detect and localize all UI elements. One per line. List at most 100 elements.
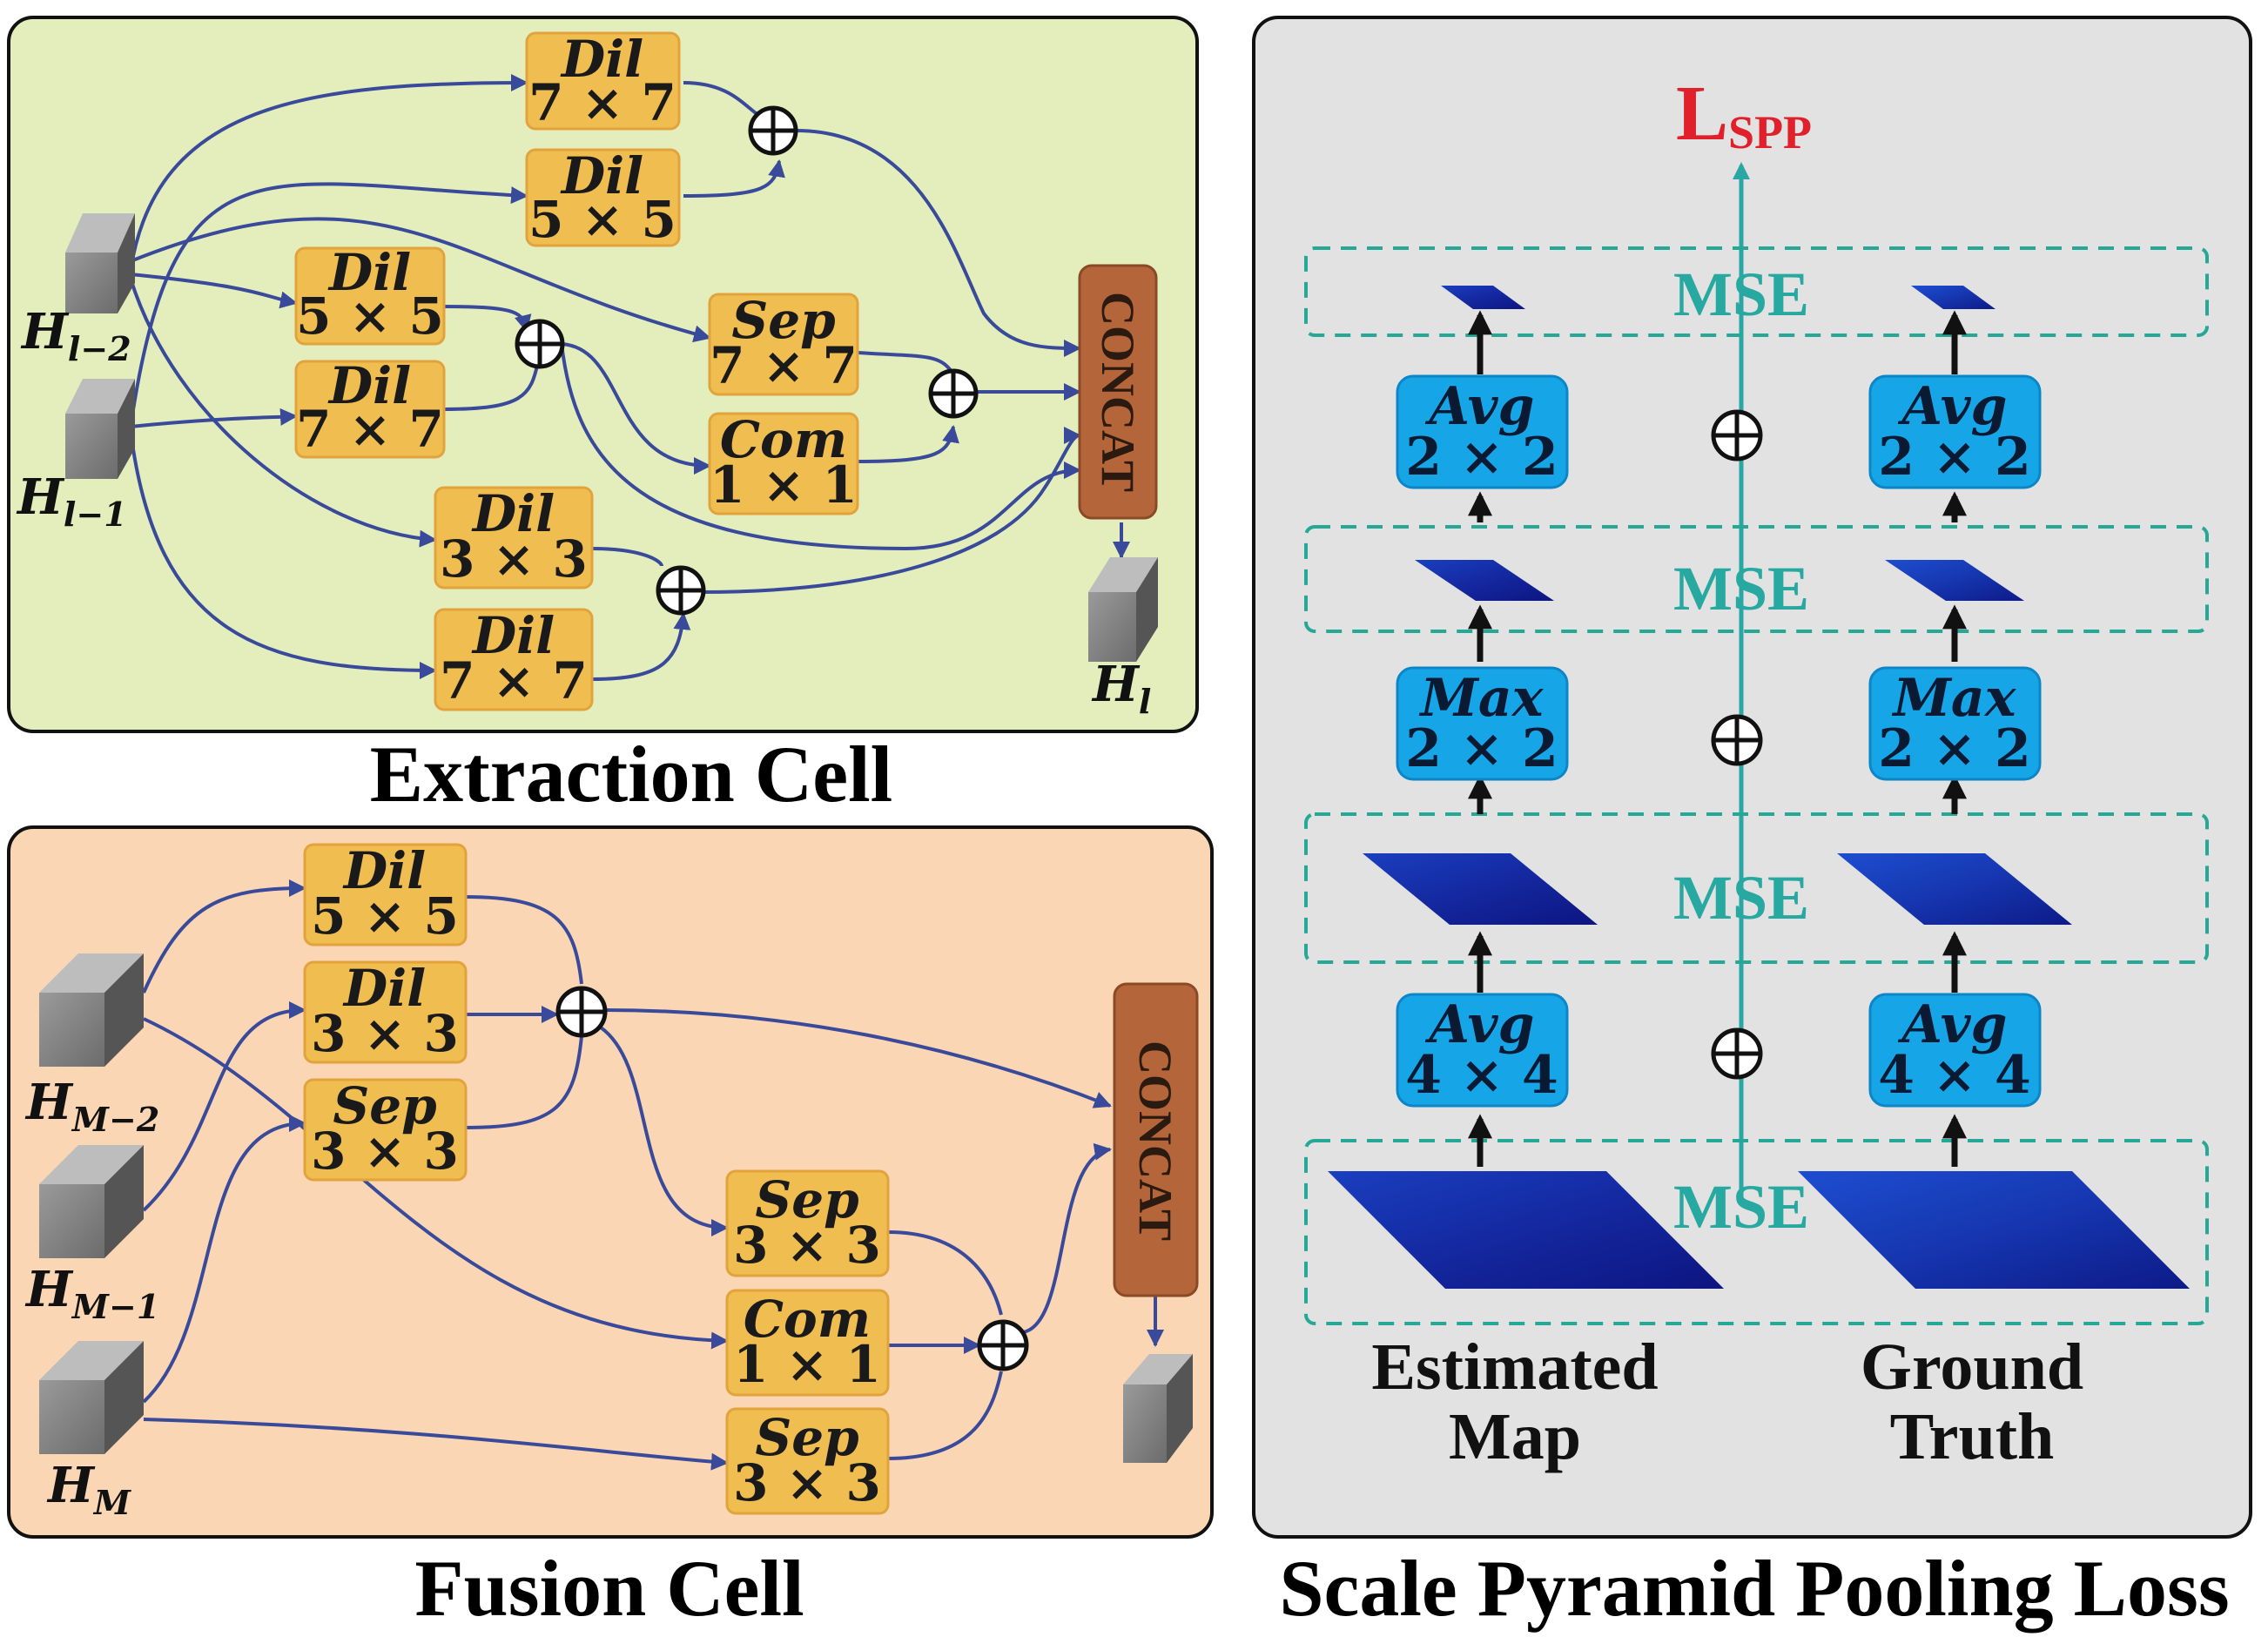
concat-fusion: CONCAT [1113, 982, 1199, 1297]
extraction-cell: Hl−2 Hl−1 Hl Dil 7 × 7 Dil 5 × 5 Dil 5 ×… [7, 16, 1199, 818]
pool-left-avg-2x2: Avg 2 × 2 [1396, 374, 1569, 489]
cube-h-l [1088, 557, 1158, 662]
svg-text:Avg: Avg [1898, 376, 2008, 437]
svg-text:5 × 5: 5 × 5 [296, 286, 444, 346]
svg-text:Sep: Sep [755, 1408, 858, 1467]
svg-text:1 × 1: 1 × 1 [710, 455, 858, 515]
svg-text:2 × 2: 2 × 2 [1878, 718, 2031, 779]
sum-node-4 [656, 565, 706, 616]
label-h-m-2: HM−2 [24, 1074, 159, 1139]
op-fusion-com-1x1: Com 1 × 1 [725, 1289, 890, 1397]
estimated-label-line2: Map [1449, 1400, 1581, 1473]
op-fusion-sep-3x3-c: Sep 3 × 3 [725, 1407, 890, 1515]
pool-right-avg-4x4: Avg 4 × 4 [1868, 993, 2042, 1108]
sum-node-1 [748, 105, 798, 156]
op-sep-7x7: Sep 7 × 7 [708, 291, 859, 396]
svg-text:CONCAT: CONCAT [1092, 292, 1144, 492]
svg-text:1 × 1: 1 × 1 [733, 1335, 881, 1394]
op-com-1x1: Com 1 × 1 [708, 410, 859, 515]
fusion-sum-node-1 [555, 986, 608, 1038]
svg-text:Avg: Avg [1425, 994, 1535, 1055]
gt-label-line2: Truth [1890, 1400, 2055, 1473]
svg-text:CONCAT: CONCAT [1129, 1041, 1181, 1241]
cube-fusion-output [1123, 1354, 1193, 1463]
svg-text:7 × 7: 7 × 7 [710, 336, 858, 395]
svg-text:7 × 7: 7 × 7 [440, 651, 588, 711]
svg-text:Sep: Sep [333, 1076, 436, 1135]
svg-text:7 × 7: 7 × 7 [296, 400, 444, 459]
pool-left-max-2x2: Max 2 × 2 [1396, 666, 1569, 781]
cube-h-m-2 [39, 953, 144, 1067]
mse-group-2 [1304, 525, 2209, 633]
spp-caption: Scale Pyramid Pooling Loss [1279, 1544, 2229, 1633]
op-fusion-sep-3x3-b: Sep 3 × 3 [725, 1169, 890, 1277]
mse-group-4 [1304, 1139, 2209, 1325]
sum-node-3 [928, 368, 979, 419]
op-dil-5x5-top: Dil 5 × 5 [525, 146, 681, 249]
svg-text:Avg: Avg [1898, 994, 2008, 1055]
gt-map-q16 [1911, 286, 1995, 309]
svg-text:4 × 4: 4 × 4 [1405, 1045, 1558, 1106]
mse-group-1 [1304, 246, 2209, 337]
svg-text:3 × 3: 3 × 3 [311, 1122, 459, 1181]
estimated-map-full [1328, 1171, 1724, 1289]
label-h-m-1: HM−1 [24, 1261, 159, 1326]
fusion-sum-node-2 [977, 1319, 1029, 1371]
svg-text:Dil: Dil [471, 484, 555, 543]
svg-text:Max: Max [1418, 668, 1544, 729]
estimated-map-q8 [1415, 560, 1554, 601]
fusion-cell: HM−2 HM−1 HM Dil 5 × 5 Dil 3 × 3 Sep 3 ×… [7, 825, 1214, 1633]
svg-text:Dil: Dil [342, 959, 426, 1018]
label-h-l: Hl [1091, 656, 1151, 721]
sum-node-2 [515, 319, 565, 369]
svg-text:Sep: Sep [731, 291, 835, 350]
svg-text:2 × 2: 2 × 2 [1405, 427, 1558, 488]
estimated-label-line1: Estimated [1371, 1330, 1658, 1404]
svg-text:Avg: Avg [1425, 376, 1535, 437]
svg-text:3 × 3: 3 × 3 [733, 1216, 881, 1275]
svg-text:Dil: Dil [560, 30, 643, 89]
gt-map-full [1798, 1171, 2190, 1289]
svg-text:Dil: Dil [327, 243, 411, 302]
svg-text:5 × 5: 5 × 5 [311, 886, 459, 946]
gt-label-line1: Ground [1861, 1330, 2083, 1404]
svg-text:Sep: Sep [755, 1170, 858, 1229]
op-fusion-dil-5x5: Dil 5 × 5 [303, 841, 468, 946]
loss-label: LSPP [1676, 71, 1812, 158]
op-fusion-sep-3x3-a: Sep 3 × 3 [303, 1076, 468, 1182]
svg-text:5 × 5: 5 × 5 [528, 190, 676, 249]
svg-text:2 × 2: 2 × 2 [1878, 427, 2031, 488]
op-dil-7x7-bot: Dil 7 × 7 [434, 606, 594, 711]
op-dil-5x5-mid: Dil 5 × 5 [294, 243, 446, 346]
estimated-map-q16 [1441, 286, 1525, 309]
cube-h-l-2 [65, 213, 135, 313]
mse-label-4: MSE [1673, 1172, 1809, 1242]
label-h-l-1: Hl−1 [16, 468, 127, 534]
pool-right-max-2x2: Max 2 × 2 [1868, 666, 2042, 781]
svg-text:3 × 3: 3 × 3 [440, 529, 588, 589]
svg-text:Dil: Dil [342, 841, 426, 900]
mse-label-2: MSE [1673, 554, 1809, 623]
cube-h-m [39, 1341, 144, 1454]
pool-left-avg-4x4: Avg 4 × 4 [1396, 993, 1569, 1108]
op-dil-3x3: Dil 3 × 3 [434, 484, 594, 589]
svg-text:3 × 3: 3 × 3 [311, 1004, 459, 1063]
svg-text:7 × 7: 7 × 7 [528, 73, 676, 132]
extraction-caption: Extraction Cell [370, 730, 892, 818]
label-h-m: HM [46, 1457, 131, 1522]
estimated-column: Avg 2 × 2 Max 2 × 2 Avg 4 × 4 Estimated … [1328, 286, 1724, 1473]
label-h-l-2: Hl−2 [20, 303, 131, 368]
op-dil-7x7-mid: Dil 7 × 7 [294, 356, 446, 459]
svg-text:Dil: Dil [327, 356, 411, 415]
fusion-wires [142, 879, 1164, 1471]
concat-extraction: CONCAT [1078, 264, 1158, 520]
mse-label-1: MSE [1673, 259, 1809, 329]
cube-h-m-1 [39, 1145, 144, 1258]
fusion-panel [7, 825, 1214, 1539]
spp-sum-node-2 [1711, 714, 1763, 766]
ground-truth-column: Avg 2 × 2 Max 2 × 2 Avg 4 × 4 Ground Tru… [1798, 286, 2190, 1473]
spp-sum-node-3 [1711, 1027, 1763, 1080]
op-fusion-dil-3x3: Dil 3 × 3 [303, 959, 468, 1064]
svg-text:3 × 3: 3 × 3 [733, 1453, 881, 1512]
